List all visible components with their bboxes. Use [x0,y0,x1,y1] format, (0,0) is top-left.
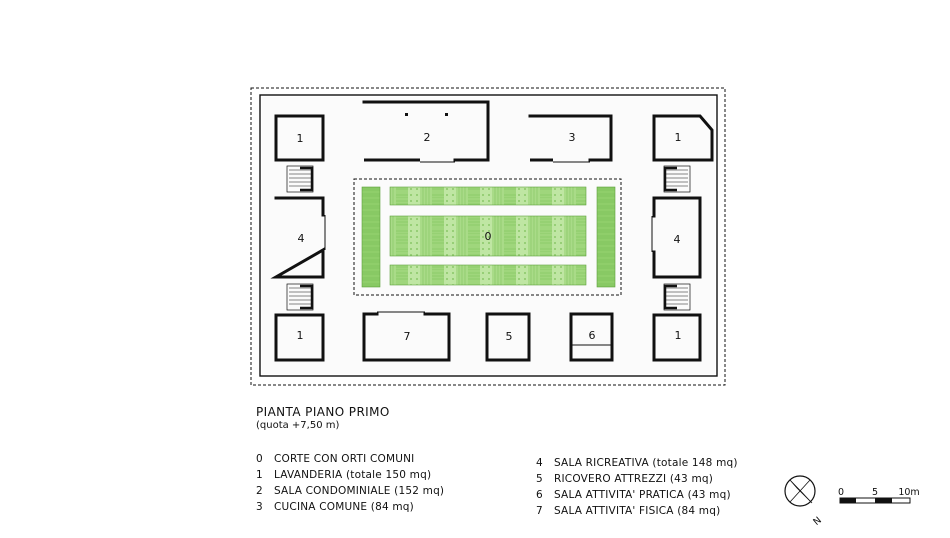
north-label: N [811,515,824,528]
plan-subtitle: (quota +7,50 m) [256,420,340,431]
legend-text: LAVANDERIA (totale 150 mq) [274,469,432,481]
legend-num: 1 [256,469,263,481]
room-label-1: 1 [297,132,304,145]
room-1-top-left-walls [274,114,325,162]
room-1-bottom-right-walls [652,313,702,362]
legend-item: 7 SALA ATTIVITA' FISICA (84 mq) [536,503,738,519]
stair-block-bottom-right [663,283,691,311]
legend-text: SALA CONDOMINIALE (152 mq) [274,485,445,497]
legend-text: CUCINA COMUNE (84 mq) [274,501,414,513]
legend-num: 3 [256,501,263,513]
legend-text: SALA RICREATIVA (totale 148 mq) [554,457,738,469]
room-1-diagonal [699,115,713,131]
legend-item: 6 SALA ATTIVITA' PRATICA (43 mq) [536,487,738,503]
stair-block-top-right [663,165,691,193]
room-4-right-walls [652,196,702,279]
room-label-1: 1 [675,131,682,144]
room-label-0: 0 [485,230,492,243]
plan-title-block: PIANTA PIANO PRIMO (quota +7,50 m) [256,405,390,431]
plan-title: PIANTA PIANO PRIMO [256,405,390,419]
site-boundary-dashed [250,87,726,386]
legend-text: SALA ATTIVITA' PRATICA (43 mq) [554,489,731,501]
stair-block-bottom-left [286,283,314,311]
courtyard-boundary [353,178,622,296]
legend-text: CORTE CON ORTI COMUNI [274,453,415,465]
room-label-5: 5 [506,330,513,343]
room-label-1: 1 [297,329,304,342]
garden-bed-bottom [389,264,587,286]
room-label-4: 4 [298,232,305,245]
building-outline [259,94,718,377]
legend-item: 0 CORTE CON ORTI COMUNI [256,451,444,467]
legend-text: RICOVERO ATTREZZI (43 mq) [554,473,714,485]
room-2-walls [362,100,490,162]
room-1-bottom-left-walls [274,313,325,362]
stair-block-top-left [286,165,314,193]
scale-label-10: 10m [898,487,919,498]
legend-right: 4 SALA RICREATIVA (totale 148 mq) 5 RICOVE… [536,455,738,519]
legend-item: 3 CUCINA COMUNE (84 mq) [256,499,444,515]
legend-num: 7 [536,505,543,517]
legend-item: 4 SALA RICREATIVA (totale 148 mq) [536,455,738,471]
legend-num: 0 [256,453,263,465]
legend-text: SALA ATTIVITA' FISICA (84 mq) [554,505,721,517]
room-label-3: 3 [569,131,576,144]
column-mark [445,113,448,116]
north-arrow-icon [784,475,816,507]
scale-label-5: 5 [872,487,878,498]
room-1-top-right-walls [652,114,714,162]
room-3-walls [528,114,613,162]
garden-strip-left [361,186,381,288]
room-7-walls [362,312,451,362]
scale-label-0: 0 [838,487,844,498]
room-label-7: 7 [404,330,411,343]
column-mark [405,113,408,116]
room-label-6: 6 [589,329,596,342]
room-4-left-walls [270,196,325,279]
scale-bar [839,497,911,504]
room-5-walls [485,312,531,362]
garden-strip-right [596,186,616,288]
garden-bed-middle [389,215,587,257]
room-label-4: 4 [674,233,681,246]
room-label-1: 1 [675,329,682,342]
room-label-2: 2 [424,131,431,144]
legend-num: 5 [536,473,543,485]
legend-left: 0 CORTE CON ORTI COMUNI 1 LAVANDERIA (tota… [256,451,444,515]
legend-num: 6 [536,489,543,501]
legend-item: 1 LAVANDERIA (totale 150 mq) [256,467,444,483]
garden-bed-top [389,186,587,206]
room-6-walls [569,312,614,362]
legend-num: 4 [536,457,543,469]
legend-num: 2 [256,485,263,497]
legend-item: 5 RICOVERO ATTREZZI (43 mq) [536,471,738,487]
legend-item: 2 SALA CONDOMINIALE (152 mq) [256,483,444,499]
